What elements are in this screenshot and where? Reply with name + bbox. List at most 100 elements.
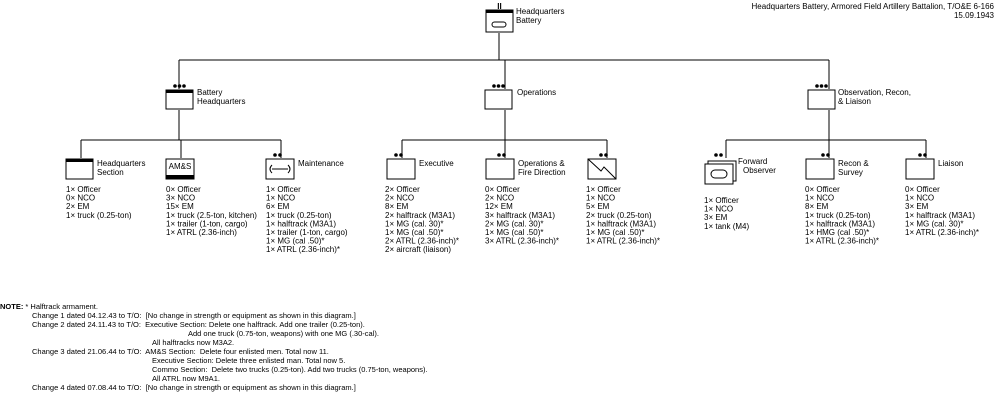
detail-line: 3× EM [704,213,728,222]
operations-symbol [484,89,513,110]
note-line: Executive Section: Delete three enlisted… [152,356,346,365]
detail-line: 2× aircraft (liaison) [385,245,451,254]
ams-base-bar [166,175,194,179]
signal-lightning-icon [587,158,617,180]
echelon-dot [815,84,819,88]
detail-line: 1× Officer [586,185,621,194]
unit-operations-fire-direction: Operations & Fire Direction 0× Officer 2… [485,153,566,246]
echelon-dot [714,153,718,157]
detail-line: 2× NCO [385,194,414,203]
detail-line: 1× ATRL (2.36-inch)* [586,237,660,246]
detail-line: 15× EM [166,202,194,211]
note-line: Change 2 dated 24.11.43 to T/O: Executiv… [32,320,365,329]
detail-line: 1× truck (2.5-ton, kitchen) [166,211,257,220]
unit-name: Fire Direction [518,168,566,177]
notes-block: NOTE: * Halftrack armament. Change 1 dat… [0,302,1000,400]
detail-line: 1× Officer [704,196,739,205]
detail-line: 2× truck (0.25-ton) [586,211,652,220]
unit-details: 0× Officer 3× NCO 15× EM 1× truck (2.5-t… [166,185,259,237]
unit-name: Headquarters [97,159,145,168]
notes-label: NOTE: [0,302,24,311]
hq-battery-staff-bar [486,10,513,13]
detail-line: 1× NCO [266,194,295,203]
unit-name: Survey [838,168,863,177]
detail-line: 1× ATRL (2.36-inch)* [805,237,879,246]
detail-line: 1× ATRL (2.36-inch) [166,228,237,237]
hq-battery-symbol [485,9,514,33]
detail-line: 8× EM [385,202,409,211]
detail-line: 1× MG (cal. 30)* [385,219,443,228]
unit-name: Executive [419,159,454,168]
detail-line: 2× NCO [485,194,514,203]
unit-liaison: Liaison 0× Officer 1× NCO 3× EM 1× halft… [905,153,979,237]
unit-details: 1× Officer 1× NCO 3× EM 1× tank (M4) [704,196,749,231]
echelon-dot [173,84,177,88]
note-line: Commo Section: Delete two trucks (0.25-t… [152,365,428,374]
unit-name: Liaison [938,159,963,168]
unit-details: 1× Officer 1× NCO 5× EM 2× truck (0.25-t… [586,185,660,246]
echelon-dot [182,84,186,88]
echelon-dot [502,153,506,157]
unit-name: Forward [738,157,767,166]
detail-line: 1× MG (cal .50)* [586,228,644,237]
unit-name: Section [97,168,124,177]
detail-line: 0× Officer [485,185,520,194]
wrench-icon [269,164,291,174]
echelon-dot [826,153,830,157]
unit-recon-survey: Recon & Survey 0× Officer 1× NCO 8× EM 1… [805,153,879,246]
detail-line: 1× MG (cal .50)* [485,228,543,237]
detail-line: 3× halftrack (M3A1) [485,211,555,220]
battery-hq-name-1: Battery [197,88,222,97]
detail-line: 1× truck (0.25-ton) [266,211,332,220]
detail-line: 6× EM [266,202,290,211]
detail-line: 8× EM [805,202,829,211]
unit-details: 1× Officer 0× NCO 2× EM 1× truck (0.25-t… [66,185,132,220]
unit-details: 0× Officer 1× NCO 8× EM 1× truck (0.25-t… [805,185,879,246]
orl-symbol [807,89,836,110]
unit-name: Operations & [518,159,565,168]
note-line: * Halftrack armament. [23,302,98,311]
detail-line: 1× tank (M4) [704,222,749,231]
echelon-dot [497,153,501,157]
detail-line: 0× Officer [905,185,940,194]
chart-title: Headquarters Battery, Armored Field Arti… [752,2,995,11]
ams-box-label: AM&S [169,162,192,171]
detail-line: 1× truck (0.25-ton) [66,211,132,220]
note-line: All ATRL now M9A1. [152,374,220,383]
forward-observer-symbol [704,163,734,185]
echelon-dot [492,84,496,88]
echelon-dot [821,153,825,157]
echelon-dot [501,84,505,88]
note-line: Change 3 dated 21.06.44 to T/O: AM&S Sec… [32,347,329,356]
unit-forward-observer: Forward Observer 1× Officer 1× NCO 3× EM… [704,153,776,231]
detail-line: 1× halftrack (M3A1) [805,219,875,228]
detail-line: 1× Officer [66,185,101,194]
hq-battery-name-2: Battery [516,16,541,25]
ofd-symbol [485,158,515,180]
orl-name-1: Observation, Recon, [838,88,911,97]
detail-line: 1× MG (cal .50)* [266,237,324,246]
detail-line: 2× ATRL (2.36-inch)* [385,237,459,246]
note-line: Change 1 dated 04.12.43 to T/O: [No chan… [32,311,356,320]
note-row: NOTE: * Halftrack armament. [0,302,98,312]
detail-line: 0× NCO [66,194,95,203]
detail-line: 2× EM [66,202,90,211]
detail-line: 1× NCO [905,194,934,203]
detail-line: 2× halftrack (M3A1) [385,211,455,220]
unit-executive: Executive 2× Officer 2× NCO 8× EM 2× hal… [385,153,459,254]
echelon-dot [273,153,277,157]
echelon-dot [496,84,501,88]
detail-line: 1× MG (cal .50)* [385,228,443,237]
detail-line: 1× ATRL (2.36-inch)* [905,228,979,237]
echelon-dot [399,153,403,157]
detail-line: 5× EM [586,202,610,211]
echelon-dot [604,153,608,157]
echelon-dot [923,153,927,157]
detail-line: 1× Officer [266,185,301,194]
detail-line: 3× EM [905,202,929,211]
echelon-dot [918,153,922,157]
unit-headquarters-section: Headquarters Section 1× Officer 0× NCO 2… [65,158,145,220]
recon-survey-symbol [805,158,835,180]
detail-line: 1× NCO [586,194,615,203]
